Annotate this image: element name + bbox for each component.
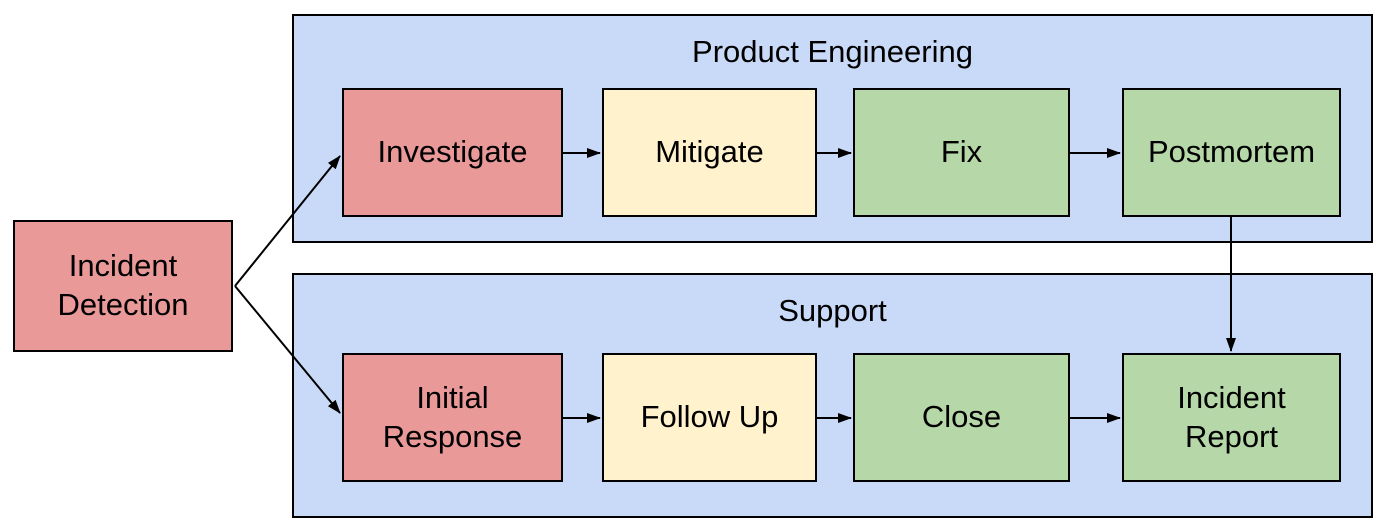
node-initial-response-label: Initial Response xyxy=(382,379,523,454)
node-fix: Fix xyxy=(853,88,1070,217)
node-investigate-label: Investigate xyxy=(377,134,528,170)
node-mitigate: Mitigate xyxy=(602,88,817,217)
node-incident-report-label: Incident Report xyxy=(1177,379,1286,454)
node-postmortem-label: Postmortem xyxy=(1147,134,1316,170)
node-close: Close xyxy=(853,353,1070,482)
node-follow-up: Follow Up xyxy=(602,353,817,482)
node-follow-up-label: Follow Up xyxy=(640,399,779,435)
node-fix-label: Fix xyxy=(940,134,983,170)
node-incident-detection-label: Incident Detection xyxy=(57,248,189,322)
node-postmortem: Postmortem xyxy=(1122,88,1341,217)
node-mitigate-label: Mitigate xyxy=(655,134,764,170)
lane-title-product-engineering: Product Engineering xyxy=(692,34,973,69)
lane-title-support: Support xyxy=(778,293,887,328)
node-close-label: Close xyxy=(921,399,1002,435)
node-investigate: Investigate xyxy=(342,88,563,217)
node-initial-response: Initial Response xyxy=(342,353,563,482)
node-incident-detection: Incident Detection xyxy=(13,220,233,352)
node-incident-report: Incident Report xyxy=(1122,353,1341,482)
